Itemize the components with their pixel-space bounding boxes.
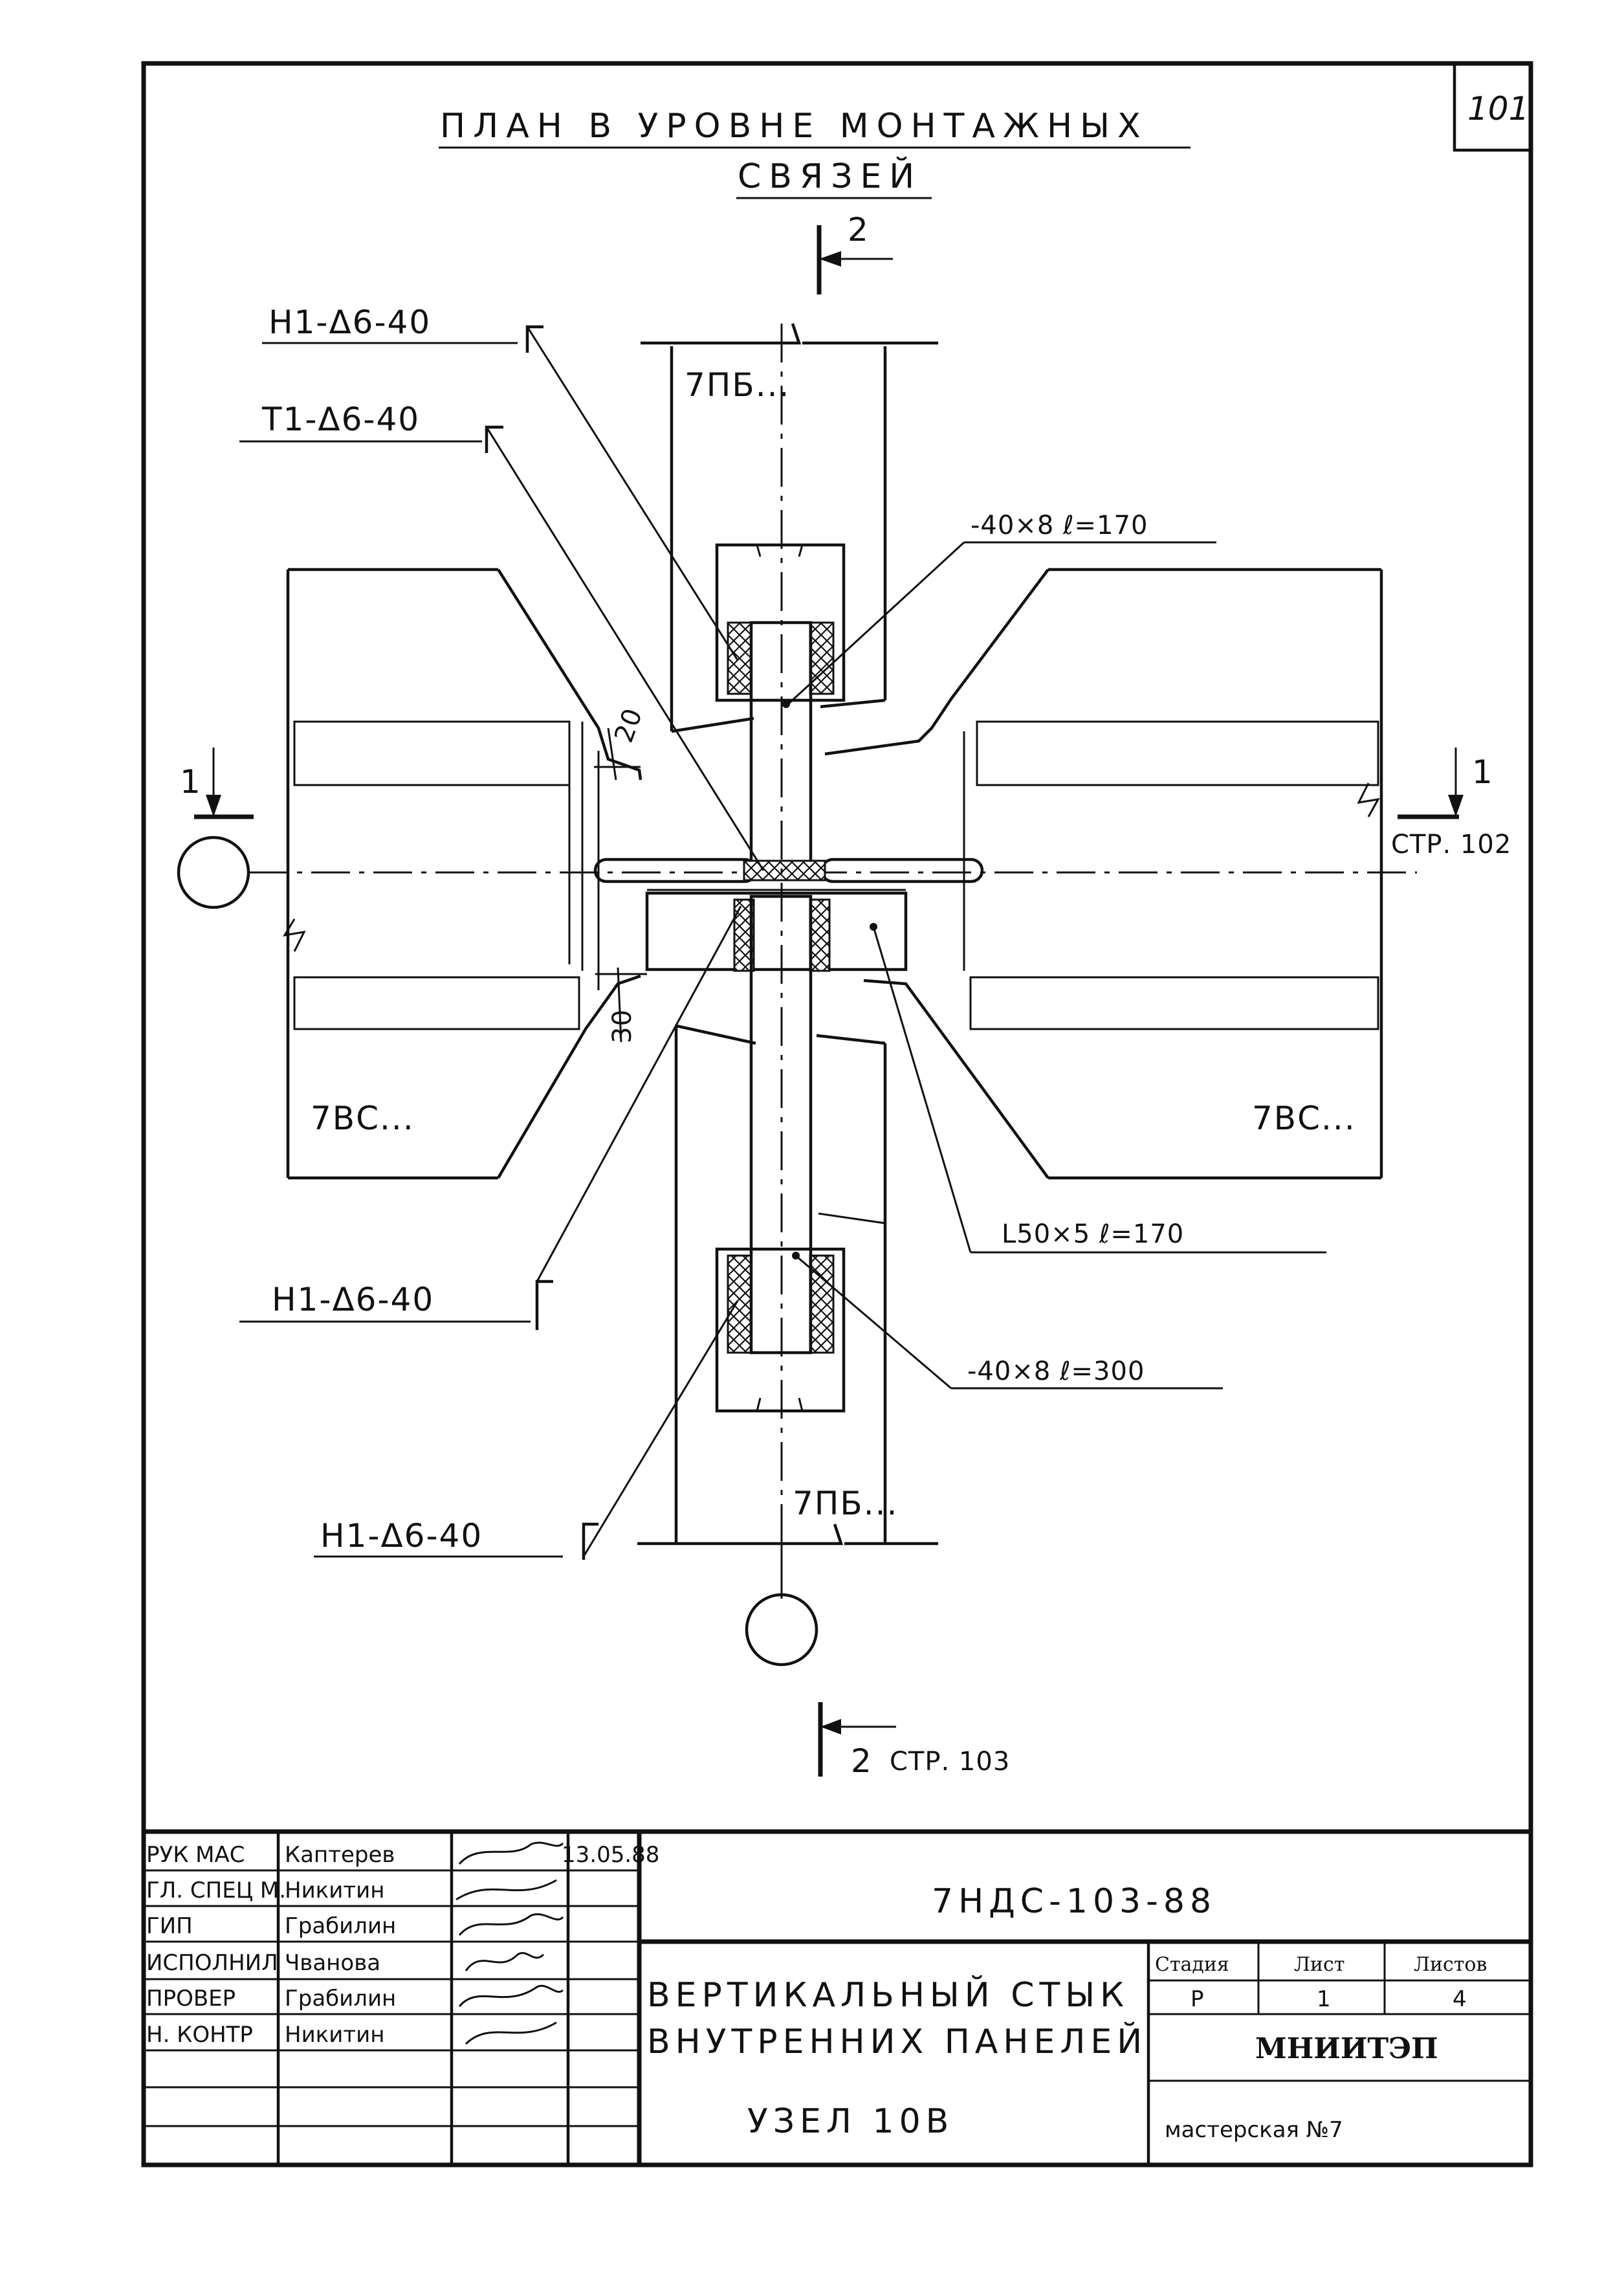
right-panel-label: 7ВС...	[1252, 1100, 1356, 1137]
section-mark-bottom-label: 2	[851, 1742, 873, 1780]
tb-workshop: мастерская №7	[1165, 2117, 1343, 2143]
axis-bubble-left	[177, 836, 250, 909]
tb-role-1: ГЛ. СПЕЦ М.	[146, 1878, 286, 1903]
callout-angle: L50×5 ℓ=170	[872, 926, 1326, 1254]
callout-plate-bottom: -40×8 ℓ=300	[796, 1256, 1223, 1390]
dimension-lower-gap: 30	[595, 967, 647, 1043]
top-panel-label: 7ПБ...	[685, 366, 790, 404]
tb-role-0: РУК МАС	[146, 1842, 245, 1868]
section-mark-bottom: 2 СТР. 103	[818, 1702, 1010, 1780]
dimension-upper-gap-value: 20	[609, 704, 648, 746]
tb-date: 13.05.88	[562, 1842, 659, 1868]
tb-document-code: 7НДС-103-88	[932, 1882, 1216, 1921]
tb-sheet-value: 1	[1317, 1986, 1331, 2012]
tb-sheets-value: 4	[1453, 1986, 1467, 2012]
callout-weld-bottom: Н1-Δ6-40	[314, 1300, 739, 1560]
callout-plate-top-text: -40×8 ℓ=170	[971, 511, 1148, 540]
tb-node: УЗЕЛ 10В	[747, 2102, 954, 2141]
tb-name-4: Грабилин	[285, 1986, 396, 2012]
callout-weld-bottom-text: Н1-Δ6-40	[320, 1517, 483, 1555]
left-panel: 7ВС...	[283, 568, 642, 1180]
tb-role-4: ПРОВЕР	[146, 1986, 236, 2012]
title-line2: СВЯЗЕЙ	[738, 157, 922, 196]
section-mark-bottom-ref: СТР. 103	[890, 1747, 1010, 1777]
axis-bubble-bottom	[745, 1544, 818, 1667]
tb-name-5: Никитин	[285, 2022, 384, 2048]
section-mark-left: 1	[180, 748, 254, 819]
tb-role-3: ИСПОЛНИЛ	[146, 1950, 278, 1976]
tb-description-1: ВЕРТИКАЛЬНЫЙ СТЫК	[647, 1975, 1129, 2015]
callout-weld-top-2-text: Т1-Δ6-40	[261, 401, 420, 438]
callout-weld-mid: Н1-Δ6-40	[239, 905, 742, 1330]
section-mark-top: 2	[817, 211, 893, 294]
callout-plate-bottom-text: -40×8 ℓ=300	[967, 1357, 1145, 1386]
section-mark-right: 1 СТР. 102	[1391, 748, 1511, 859]
tb-stage-value: Р	[1191, 1986, 1204, 2012]
tb-sheets-header: Листов	[1414, 1953, 1487, 1976]
callout-weld-top-2: Т1-Δ6-40	[239, 401, 765, 871]
tb-name-0: Каптерев	[285, 1842, 395, 1868]
dimension-lower-gap-value: 30	[608, 1009, 637, 1043]
title-block: РУК МАС ГЛ. СПЕЦ М. ГИП ИСПОЛНИЛ ПРОВЕР …	[144, 1829, 1531, 2165]
section-mark-right-ref: СТР. 102	[1391, 830, 1511, 859]
left-panel-label: 7ВС...	[311, 1100, 415, 1137]
top-panel: 7ПБ...	[641, 323, 938, 880]
horizontal-axis	[249, 858, 1417, 883]
tb-stage-header: Стадия	[1155, 1953, 1229, 1976]
tb-name-3: Чванова	[285, 1950, 380, 1976]
bottom-panel-label: 7ПБ...	[793, 1485, 898, 1522]
tb-name-1: Никитин	[285, 1878, 384, 1903]
section-mark-right-label: 1	[1472, 753, 1494, 791]
tb-role-2: ГИП	[146, 1913, 193, 1939]
drawing-title: ПЛАН В УРОВНЕ МОНТАЖНЫХ СВЯЗЕЙ	[439, 107, 1191, 199]
right-panel: 7ВС...	[824, 568, 1383, 1180]
angle-block	[645, 889, 908, 972]
sheet-number-box: 101	[1453, 63, 1531, 152]
signatures	[455, 1841, 564, 2045]
callout-weld-mid-text: Н1-Δ6-40	[272, 1281, 434, 1318]
tb-role-5: Н. КОНТР	[146, 2022, 253, 2048]
callout-weld-top-1-text: Н1-Δ6-40	[269, 304, 431, 341]
tb-description-2: ВНУТРЕННИХ ПАНЕЛЕЙ	[647, 2022, 1147, 2061]
section-mark-top-label: 2	[848, 211, 870, 249]
section-mark-left-label: 1	[180, 763, 202, 801]
tb-organization: МНИИТЭП	[1255, 2032, 1438, 2065]
sheet-frame	[141, 61, 1533, 2168]
callout-angle-text: L50×5 ℓ=170	[1002, 1219, 1184, 1249]
tb-sheet-header: Лист	[1294, 1953, 1344, 1976]
title-line1: ПЛАН В УРОВНЕ МОНТАЖНЫХ	[440, 107, 1148, 146]
tb-name-2: Грабилин	[285, 1913, 396, 1939]
sheet-number: 101	[1467, 90, 1529, 128]
callout-weld-top-1: Н1-Δ6-40	[262, 304, 739, 661]
callout-plate-top: -40×8 ℓ=170	[787, 511, 1216, 705]
